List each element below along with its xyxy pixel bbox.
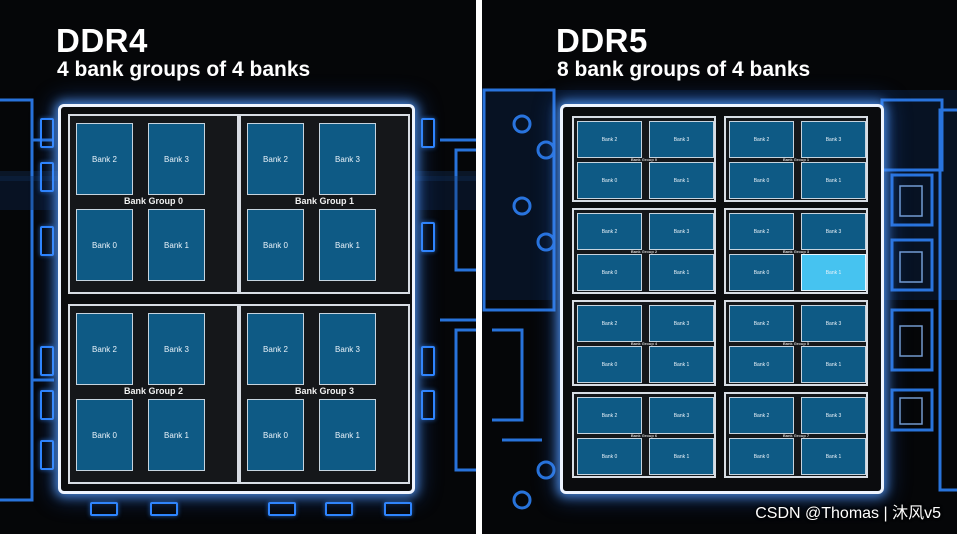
bank: Bank 0: [729, 438, 794, 475]
pad: [421, 390, 435, 420]
bank: Bank 0: [76, 399, 133, 471]
bank-group-label: Bank Group 6: [630, 433, 658, 438]
bank: Bank 1: [148, 209, 205, 281]
bank: Bank 2: [729, 397, 794, 434]
pad: [150, 502, 178, 516]
bank: Bank 1: [649, 438, 714, 475]
bank: Bank 1: [319, 209, 376, 281]
bank-group-label: Bank Group 5: [782, 341, 810, 346]
bank: Bank 1: [801, 346, 866, 383]
bank: Bank 3: [649, 213, 714, 250]
bank: Bank 0: [247, 399, 304, 471]
bank: Bank 0: [729, 346, 794, 383]
bank: Bank 3: [649, 397, 714, 434]
bank: Bank 3: [148, 123, 205, 195]
bank: Bank 0: [247, 209, 304, 281]
bank: Bank 0: [729, 162, 794, 199]
bank-highlighted: Bank 1: [801, 254, 866, 291]
bank: Bank 3: [801, 121, 866, 158]
bank: Bank 3: [801, 305, 866, 342]
bank-group-label: Bank Group 0: [630, 157, 658, 162]
pad: [40, 226, 54, 256]
bank: Bank 3: [801, 213, 866, 250]
bank: Bank 3: [319, 313, 376, 385]
bank: Bank 2: [76, 123, 133, 195]
pad: [421, 346, 435, 376]
ddr5-title: DDR5: [556, 22, 648, 59]
pad: [40, 162, 54, 192]
bank: Bank 1: [148, 399, 205, 471]
ddr5-subtitle: 8 bank groups of 4 banks: [557, 58, 811, 81]
pad: [90, 502, 118, 516]
bank-group: Bank 2 Bank 3 Bank 0 Bank 1 Bank Group 0: [68, 114, 239, 294]
bank: Bank 1: [801, 162, 866, 199]
bank: Bank 2: [247, 313, 304, 385]
bank: Bank 0: [76, 209, 133, 281]
pad: [421, 222, 435, 252]
bank: Bank 1: [649, 254, 714, 291]
bank: Bank 3: [801, 397, 866, 434]
bank-group-label: Bank Group 3: [782, 249, 810, 254]
bank: Bank 1: [319, 399, 376, 471]
bank: Bank 1: [649, 162, 714, 199]
pad: [40, 390, 54, 420]
bank: Bank 2: [729, 121, 794, 158]
bank: Bank 0: [577, 254, 642, 291]
bank-group-label: Bank Group 2: [630, 249, 658, 254]
bank: Bank 0: [729, 254, 794, 291]
bank-group-label: Bank Group 1: [782, 157, 810, 162]
bank-group: Bank 2 Bank 3 Bank 0 Bank 1 Bank Group 2: [68, 304, 239, 484]
bank-group: Bank 2 Bank 3 Bank 0 Bank 1 Bank Group 3: [239, 304, 410, 484]
bank-group: Bank 2 Bank 3 Bank 0 Bank 1 Bank Group 1: [239, 114, 410, 294]
pad: [384, 502, 412, 516]
bank: Bank 0: [577, 162, 642, 199]
bank-group-label: Bank Group 7: [782, 433, 810, 438]
pad: [40, 346, 54, 376]
bank: Bank 3: [649, 305, 714, 342]
pad: [268, 502, 296, 516]
ddr4-subtitle: 4 bank groups of 4 banks: [57, 58, 311, 81]
pad: [421, 118, 435, 148]
bank: Bank 2: [577, 213, 642, 250]
bank: Bank 2: [577, 121, 642, 158]
bank-group-label: Bank Group 2: [123, 386, 183, 396]
bank: Bank 2: [577, 305, 642, 342]
bank: Bank 1: [649, 346, 714, 383]
pad: [40, 118, 54, 148]
pad: [40, 440, 54, 470]
bank: Bank 1: [801, 438, 866, 475]
bank: Bank 0: [577, 346, 642, 383]
bank: Bank 2: [729, 305, 794, 342]
bank: Bank 2: [247, 123, 304, 195]
bank-group-label: Bank Group 0: [123, 196, 183, 206]
bank: Bank 3: [319, 123, 376, 195]
bank: Bank 3: [148, 313, 205, 385]
pad: [325, 502, 353, 516]
watermark: CSDN @Thomas | 沐风v5: [755, 505, 941, 522]
bank: Bank 0: [577, 438, 642, 475]
bank-group-label: Bank Group 4: [630, 341, 658, 346]
bank-group-label: Bank Group 3: [294, 386, 354, 396]
bank-group-label: Bank Group 1: [294, 196, 354, 206]
bank: Bank 2: [577, 397, 642, 434]
ddr4-title: DDR4: [56, 22, 148, 59]
bank: Bank 2: [729, 213, 794, 250]
bank: Bank 2: [76, 313, 133, 385]
bank: Bank 3: [649, 121, 714, 158]
